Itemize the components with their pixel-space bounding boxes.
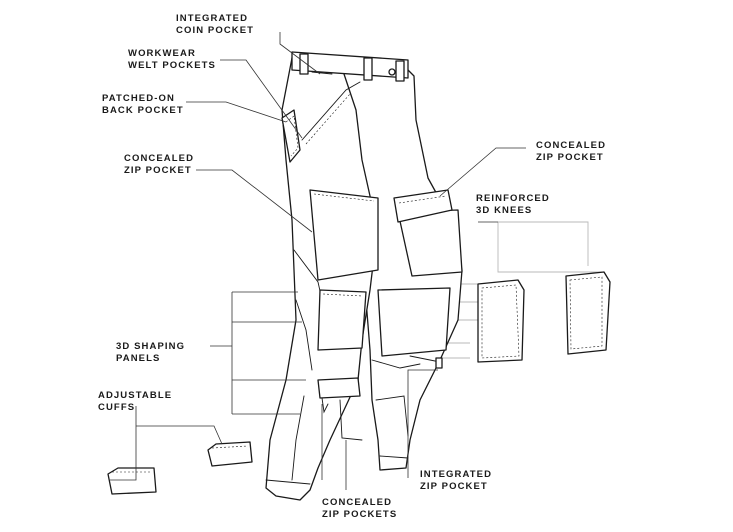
cargo-pocket-flap bbox=[393, 189, 453, 223]
welt-pocket-opening bbox=[301, 81, 361, 141]
shaping-panel-seam bbox=[291, 395, 305, 481]
belt-loop bbox=[299, 53, 309, 75]
label-workwear-welt-pockets: WORKWEAR WELT POCKETS bbox=[128, 48, 216, 71]
thigh-panel bbox=[309, 189, 379, 281]
coin-pocket-opening bbox=[311, 71, 333, 75]
right-leg-cuff bbox=[379, 455, 409, 459]
label-reinforced-3d-knees: REINFORCED 3D KNEES bbox=[476, 193, 550, 216]
cuff-small bbox=[207, 441, 253, 467]
label-concealed-zip-pocket-right: CONCEALED ZIP POCKET bbox=[536, 140, 607, 163]
label-3d-shaping-panels: 3D SHAPING PANELS bbox=[116, 341, 186, 364]
left-knee-panel bbox=[317, 289, 367, 351]
knee-pad-outer bbox=[565, 271, 611, 355]
right-knee-panel bbox=[377, 287, 451, 357]
belt-loop bbox=[395, 60, 405, 82]
left-leg-cuff bbox=[265, 479, 311, 485]
knee-pad-inner bbox=[477, 279, 525, 363]
back-pocket bbox=[281, 109, 301, 163]
label-integrated-coin-pocket: INTEGRATED COIN POCKET bbox=[176, 13, 255, 36]
belt-loop bbox=[363, 57, 373, 81]
label-adjustable-cuffs: ADJUSTABLE CUFFS bbox=[98, 390, 173, 413]
leader-lines bbox=[110, 32, 526, 490]
label-integrated-zip-pocket: INTEGRATED ZIP POCKET bbox=[420, 469, 493, 492]
lower-zip-pocket bbox=[317, 377, 361, 399]
zip-pull-icon bbox=[435, 357, 443, 369]
integrated-zip-pocket bbox=[409, 355, 441, 363]
lower-zip-pocket-seam bbox=[339, 399, 363, 441]
label-patched-on-back-pocket: PATCHED-ON BACK POCKET bbox=[102, 93, 184, 116]
label-concealed-zip-pocket-left: CONCEALED ZIP POCKET bbox=[124, 153, 195, 176]
cuff-large bbox=[107, 467, 157, 495]
shaping-panel-seam bbox=[295, 299, 313, 371]
waistband bbox=[291, 51, 409, 79]
waist-button-icon bbox=[388, 68, 396, 76]
label-concealed-zip-pockets: CONCEALED ZIP POCKETS bbox=[322, 497, 398, 520]
